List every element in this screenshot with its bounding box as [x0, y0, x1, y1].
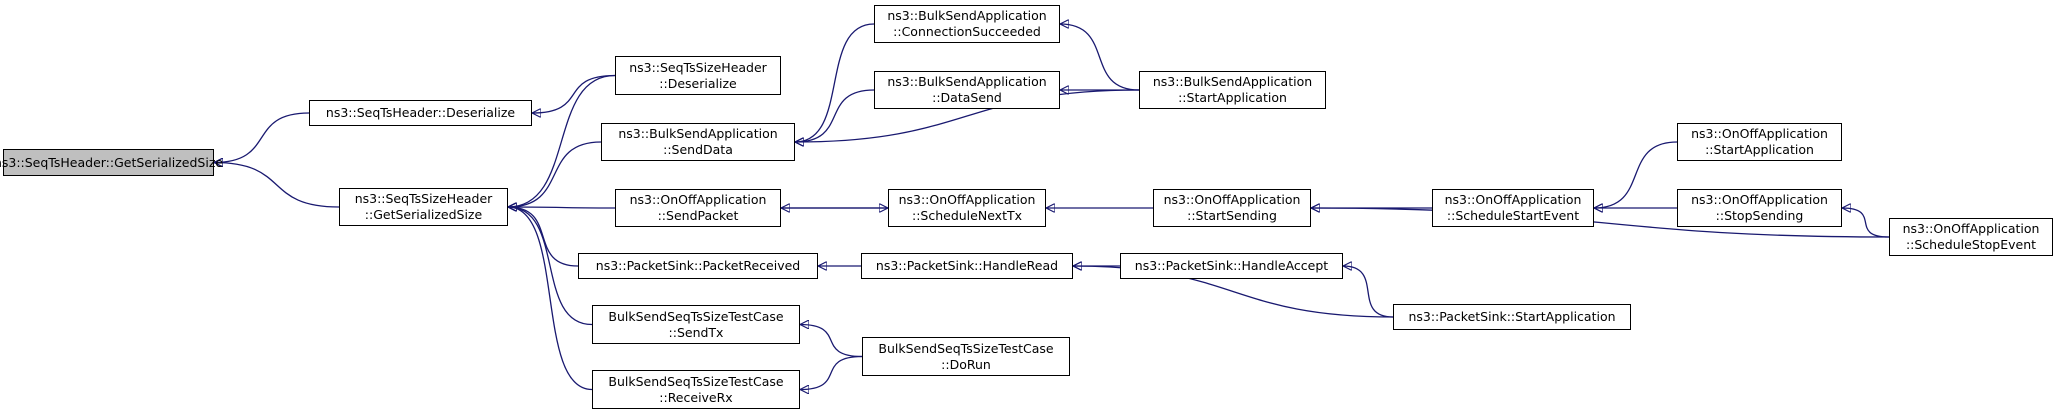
node-seqtsheader-deserialize[interactable]: ns3::SeqTsHeader::Deserialize [309, 100, 532, 126]
node-onoff-schedulenexttx[interactable]: ns3::OnOffApplication::ScheduleNextTx [888, 189, 1046, 227]
call-edge [1311, 208, 1890, 238]
node-label-line: ::GetSerializedSize [364, 207, 483, 222]
node-label-line: ns3::SeqTsSizeHeader [629, 59, 767, 75]
node-testcase-receiverx[interactable]: BulkSendSeqTsSizeTestCase::ReceiveRx [592, 370, 800, 409]
node-label-line: ::StartApplication [1178, 90, 1287, 105]
call-edge [508, 207, 593, 326]
call-edge [795, 23, 875, 142]
node-bulksend-startapplication[interactable]: ns3::BulkSendApplication::StartApplicati… [1139, 71, 1326, 109]
node-label-line: ns3::OnOffApplication [898, 192, 1036, 207]
node-label-line: ns3::BulkSendApplication [1152, 74, 1313, 89]
call-edge [800, 355, 863, 390]
node-label-line: ::ScheduleStopEvent [1905, 237, 2037, 252]
node-label-line: ns3::OnOffApplication [629, 192, 767, 207]
node-seqtssizeheader-getserializedsize[interactable]: ns3::SeqTsSizeHeader::GetSerializedSize [339, 188, 508, 226]
node-bulksend-senddata[interactable]: ns3::BulkSendApplication::SendData [601, 123, 795, 161]
node-label-line: ::SendTx [668, 324, 724, 340]
node-label-line: ::ConnectionSucceeded [893, 24, 1041, 39]
node-bulksend-connectionsucceeded[interactable]: ns3::BulkSendApplication::ConnectionSucc… [874, 5, 1060, 43]
node-label-line: BulkSendSeqTsSizeTestCase [608, 308, 784, 324]
call-edge [214, 163, 340, 208]
node-testcase-sendtx[interactable]: BulkSendSeqTsSizeTestCase::SendTx [592, 305, 800, 344]
node-label-line: ns3::SeqTsHeader::GetSerializedSize [0, 154, 224, 170]
node-label-line: ::SendPacket [657, 208, 739, 223]
node-label-line: ::ScheduleStartEvent [1446, 208, 1580, 223]
call-edge [1343, 266, 1394, 318]
node-bulksend-datasend[interactable]: ns3::BulkSendApplication::DataSend [874, 71, 1060, 109]
node-packetsink-packetreceived[interactable]: ns3::PacketSink::PacketReceived [578, 253, 818, 279]
node-label-line: ::StartSending [1187, 208, 1277, 223]
call-edge [800, 325, 863, 358]
node-label-line: ::DoRun [941, 356, 991, 372]
call-edge [1594, 141, 1678, 208]
call-edge [508, 207, 593, 391]
node-packetsink-handleread[interactable]: ns3::PacketSink::HandleRead [861, 253, 1073, 279]
node-label-line: ::Deserialize [659, 75, 737, 91]
node-label-line: ns3::BulkSendApplication [887, 8, 1047, 23]
node-label-line: ::DataSend [932, 90, 1002, 105]
call-edge [1060, 24, 1140, 91]
node-seqtsheader-getserializedsize: ns3::SeqTsHeader::GetSerializedSize [0, 149, 223, 176]
node-onoff-schedulestartevent[interactable]: ns3::OnOffApplication::ScheduleStartEven… [1432, 189, 1594, 227]
node-label-line: ns3::PacketSink::StartApplication [1408, 309, 1616, 324]
node-label-line: ns3::OnOffApplication [1691, 126, 1828, 141]
node-packetsink-handleaccept[interactable]: ns3::PacketSink::HandleAccept [1120, 253, 1343, 279]
node-label-line: ns3::PacketSink::HandleRead [875, 258, 1059, 273]
node-label-line: ::SendData [663, 142, 733, 157]
node-onoff-startsending[interactable]: ns3::OnOffApplication::StartSending [1153, 189, 1311, 227]
node-packetsink-startapplication[interactable]: ns3::PacketSink::StartApplication [1393, 304, 1631, 330]
node-label-line: ns3::BulkSendApplication [618, 126, 778, 141]
node-onoff-stopsending[interactable]: ns3::OnOffApplication::StopSending [1677, 189, 1842, 227]
node-label-line: ns3::OnOffApplication [1163, 192, 1301, 207]
call-edge [214, 112, 310, 163]
call-edge [1842, 208, 1890, 238]
node-label-line: ns3::OnOffApplication [1444, 192, 1582, 207]
node-label-line: BulkSendSeqTsSizeTestCase [878, 340, 1054, 356]
node-label-line: ns3::SeqTsSizeHeader [354, 191, 493, 206]
node-label-line: ns3::BulkSendApplication [887, 74, 1047, 89]
node-onoff-schedulestopevent[interactable]: ns3::OnOffApplication::ScheduleStopEvent [1889, 218, 2053, 256]
call-edge [532, 74, 616, 114]
node-label-line: ns3::PacketSink::PacketReceived [595, 258, 801, 273]
node-label-line: BulkSendSeqTsSizeTestCase [608, 373, 784, 389]
call-edge [795, 89, 875, 142]
node-onoff-sendpacket[interactable]: ns3::OnOffApplication::SendPacket [615, 189, 781, 227]
node-label-line: ::ReceiveRx [659, 389, 733, 405]
node-onoff-startapplication[interactable]: ns3::OnOffApplication::StartApplication [1677, 123, 1842, 161]
node-label-line: ns3::OnOffApplication [1902, 221, 2040, 236]
call-edge [508, 207, 579, 267]
call-edge [508, 74, 616, 208]
node-testcase-dorun[interactable]: BulkSendSeqTsSizeTestCase::DoRun [862, 337, 1070, 376]
call-edge [508, 207, 616, 208]
node-label-line: ::ScheduleNextTx [911, 208, 1023, 223]
node-label-line: ::StopSending [1715, 208, 1804, 223]
node-label-line: ns3::SeqTsHeader::Deserialize [325, 105, 516, 120]
node-label-line: ::StartApplication [1705, 142, 1814, 157]
node-label-line: ns3::OnOffApplication [1691, 192, 1828, 207]
call-edge [508, 141, 602, 207]
node-label-line: ns3::PacketSink::HandleAccept [1134, 258, 1329, 273]
node-seqtssizeheader-deserialize[interactable]: ns3::SeqTsSizeHeader::Deserialize [615, 56, 781, 95]
call-edge [795, 89, 1140, 142]
